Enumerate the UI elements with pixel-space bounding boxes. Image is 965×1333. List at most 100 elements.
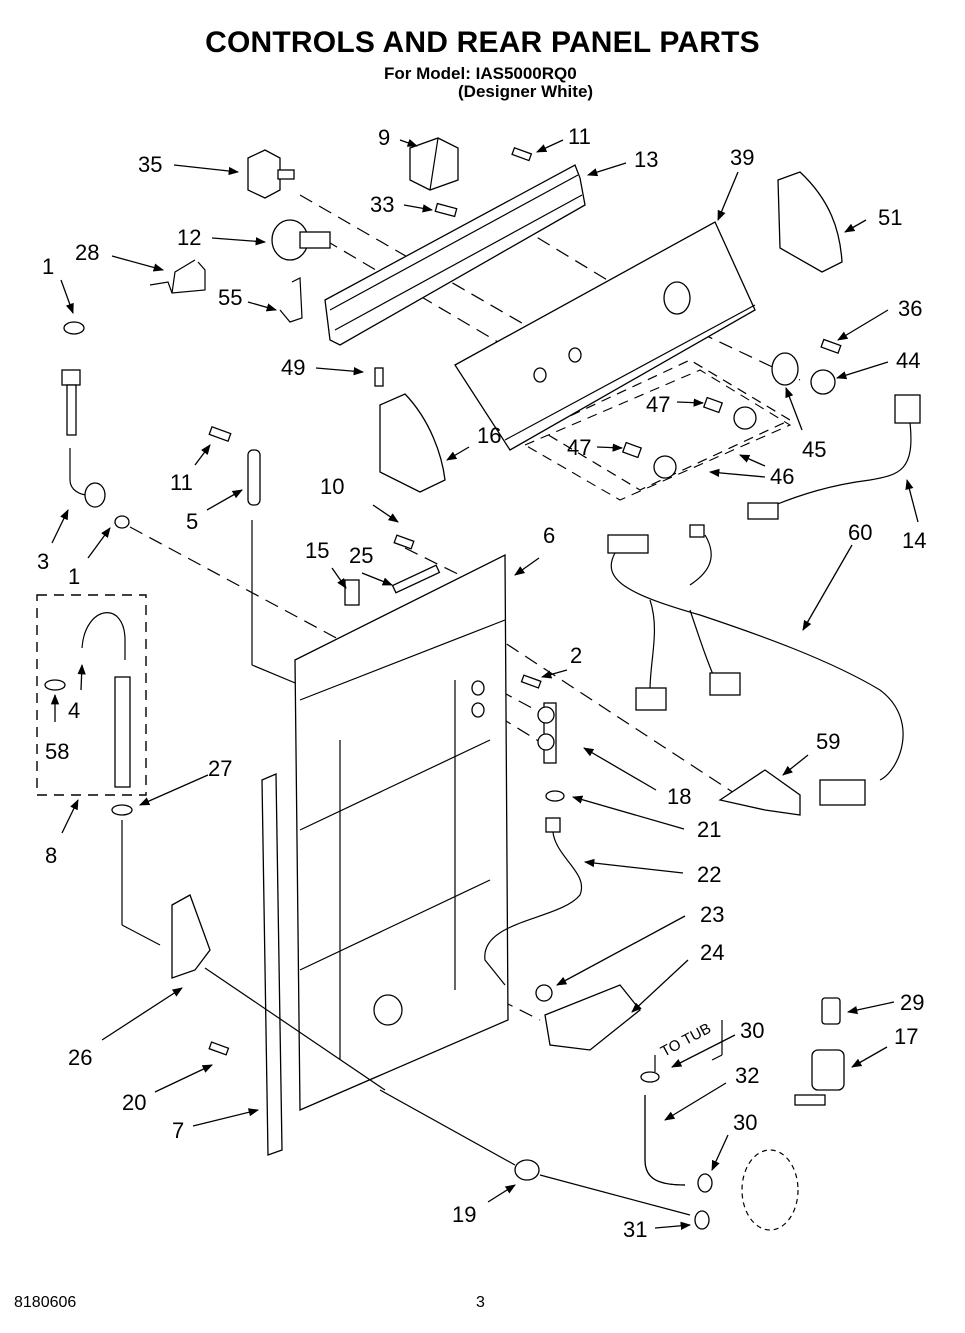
callout-8: 8	[45, 843, 57, 868]
pump-housing-outline	[741, 1149, 799, 1231]
part-25-strip	[391, 564, 441, 594]
callout-16: 16	[477, 423, 501, 448]
part-3-inlet-hose	[61, 369, 106, 508]
part-23-clamp	[535, 984, 553, 1002]
callout-60: 60	[848, 520, 872, 545]
part-9-timer	[409, 137, 459, 191]
part-60-wire-harness	[607, 524, 904, 806]
model-variant: (Designer White)	[458, 82, 594, 101]
knob-box-46-lower	[523, 369, 792, 501]
callout-4: 4	[68, 698, 80, 723]
callout-29: 29	[900, 990, 924, 1015]
part-58-clamp	[44, 679, 66, 691]
callout-23: 23	[700, 902, 724, 927]
callout-33: 33	[370, 192, 394, 217]
part-51-end-cap	[777, 171, 843, 273]
callout-45: 45	[802, 437, 826, 462]
callout-13: 13	[634, 147, 658, 172]
callout-9: 9	[378, 125, 390, 150]
callout-27: 27	[208, 756, 232, 781]
part-6-rear-panel	[294, 553, 509, 1111]
callout-30: 30	[733, 1110, 757, 1135]
callout-7: 7	[172, 1118, 184, 1143]
callout-1: 1	[68, 564, 80, 589]
callout-2: 2	[570, 643, 582, 668]
callout-17: 17	[894, 1024, 918, 1049]
part-11-screw	[511, 146, 533, 162]
part-5-clip	[247, 449, 261, 506]
callout-15: 15	[305, 538, 329, 563]
part-46-knob-lower	[653, 455, 677, 479]
callout-22: 22	[697, 862, 721, 887]
part-32-hose-fill	[644, 1095, 686, 1186]
callout-24: 24	[700, 940, 724, 965]
page-title: CONTROLS AND REAR PANEL PARTS	[205, 26, 760, 59]
callout-26: 26	[68, 1045, 92, 1070]
part-49-screw	[374, 367, 384, 387]
callout-51: 51	[878, 205, 902, 230]
part-36-screw	[820, 338, 842, 355]
part-39-console	[454, 221, 756, 451]
callout-35: 35	[138, 152, 162, 177]
part-8-hose-extension	[114, 676, 131, 788]
part-10-screw	[393, 534, 415, 550]
callout-36: 36	[898, 296, 922, 321]
callout-6: 6	[543, 523, 555, 548]
part-1-nut	[63, 321, 85, 335]
callout-46: 46	[770, 464, 794, 489]
part-1-washer	[114, 515, 130, 529]
part-4-drain-hose	[81, 612, 126, 660]
callout-47: 47	[567, 435, 591, 460]
callout-58: 58	[45, 739, 69, 764]
callout-31: 31	[623, 1217, 647, 1242]
part-27-clamp	[111, 804, 133, 816]
callout-1: 1	[42, 254, 54, 279]
callout-12: 12	[177, 225, 201, 250]
part-2-screw	[520, 674, 542, 689]
part-17-drain-pump	[794, 1049, 845, 1106]
part-20-screw	[208, 1041, 230, 1056]
callout-11: 11	[568, 124, 591, 149]
part-35-switch	[247, 149, 295, 199]
part-spring-rod	[204, 967, 386, 1091]
callout-44: 44	[896, 348, 920, 373]
callout-14: 14	[902, 528, 926, 553]
part-22-hose-end	[545, 817, 561, 833]
callout-11: 11	[170, 470, 193, 495]
part-14-power-cord	[747, 394, 921, 520]
page-number: 3	[476, 1294, 485, 1311]
part-44-knob	[810, 369, 836, 395]
callout-49: 49	[281, 355, 305, 380]
part-28-bracket	[149, 259, 206, 294]
part-30-clamp-upper	[640, 1071, 660, 1083]
callout-47: 47	[646, 392, 670, 417]
part-31-clamp	[694, 1210, 710, 1230]
callout-30: 30	[740, 1018, 764, 1043]
part-46-knob-upper	[733, 406, 757, 430]
part-30-clamp-lower	[697, 1173, 713, 1193]
part-15-bracket	[344, 579, 360, 606]
part-11-screw-left	[208, 425, 232, 443]
callout-59: 59	[816, 729, 840, 754]
callout-5: 5	[186, 509, 198, 534]
model-number: For Model: IAS5000RQ0	[384, 64, 577, 83]
part-26-cover	[171, 894, 211, 979]
callout-20: 20	[122, 1090, 146, 1115]
part-19-clip	[514, 1159, 540, 1181]
part-18-water-valve	[537, 702, 557, 764]
callout-10: 10	[320, 474, 344, 499]
part-22-fill-hose	[484, 821, 583, 986]
part-7-side-rail	[261, 773, 283, 1156]
part-59-bracket	[718, 769, 801, 816]
callout-25: 25	[349, 543, 373, 568]
part-16-end-cap	[379, 393, 446, 493]
part-21-clamp	[545, 790, 565, 802]
callout-19: 19	[452, 1202, 476, 1227]
knob-box-46	[538, 359, 792, 491]
part-13-control-rail	[324, 164, 586, 346]
callout-labels: 35 9 11 13 39 33 51 12 28 1 55 36 49 44 …	[37, 124, 926, 1242]
callout-32: 32	[735, 1063, 759, 1088]
kit-8-dashed-box	[36, 594, 147, 796]
part-32-drain-hose	[644, 1095, 686, 1186]
